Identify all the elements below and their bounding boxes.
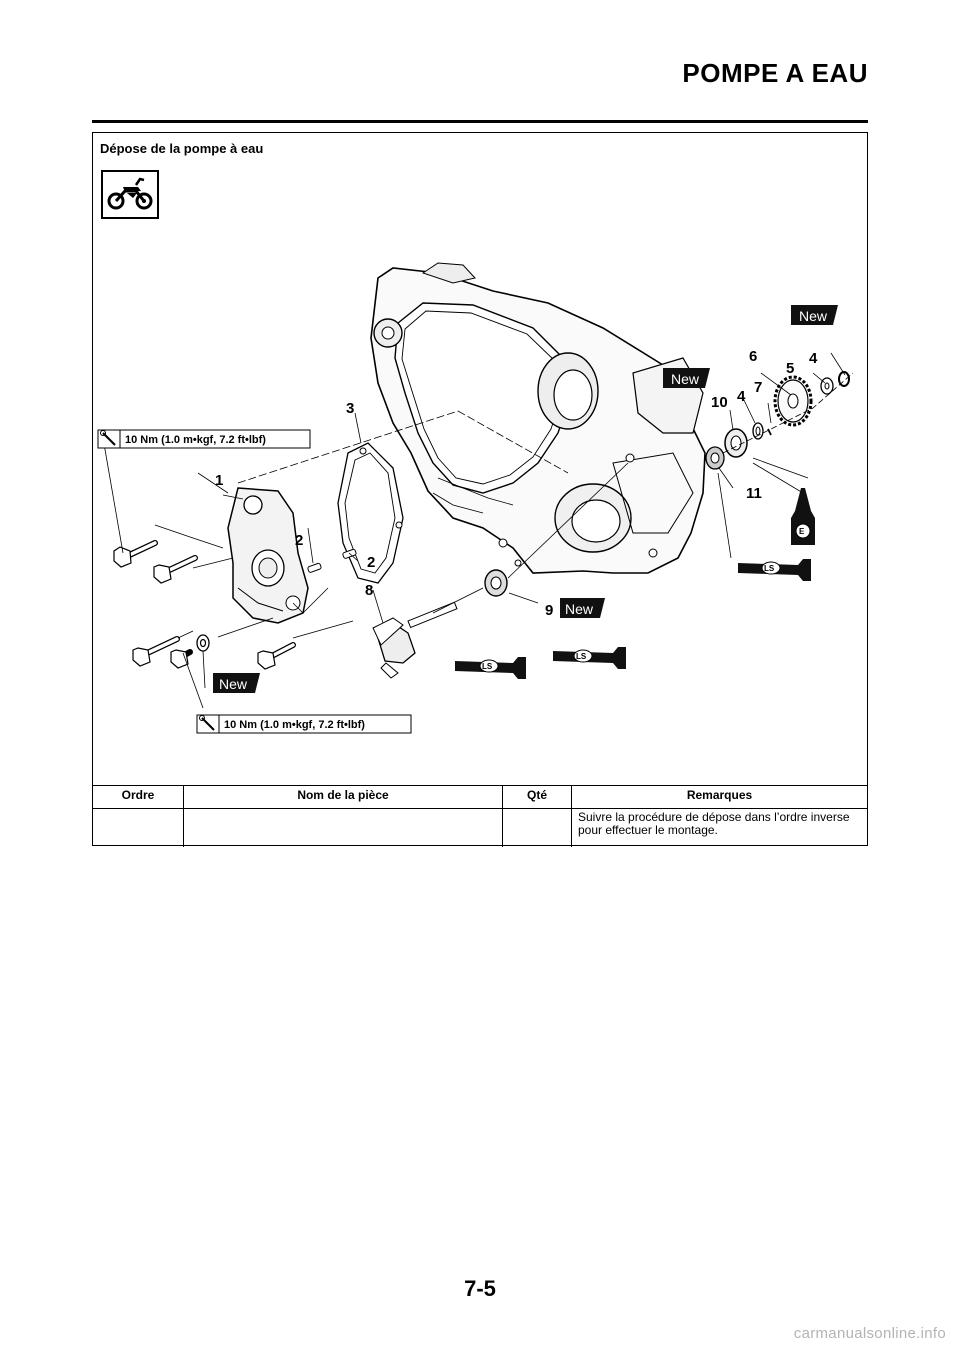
cell-remarks: Suivre la procédure de dépose dans l’ord… — [571, 808, 867, 847]
cell-qty — [502, 808, 572, 847]
col-remarks: Remarques — [571, 785, 867, 809]
part-number-7: 7 — [754, 379, 762, 396]
torque-spec-top: 10 Nm (1.0 m•kgf, 7.2 ft•lbf) — [97, 429, 311, 449]
cell-part-name — [183, 808, 503, 847]
grease-tube-icon: LS — [455, 657, 526, 679]
svg-text:E: E — [799, 527, 805, 536]
gasket — [337, 442, 404, 584]
parts-table: Ordre Nom de la pièce Qté Remarques Suiv… — [93, 785, 867, 847]
crankcase-cover — [370, 262, 706, 574]
svg-text:10 Nm (1.0 m•kgf, 7.2 ft•lbf): 10 Nm (1.0 m•kgf, 7.2 ft•lbf) — [125, 434, 266, 446]
page-title: POMPE A EAU — [682, 58, 868, 88]
part-number-1: 1 — [215, 472, 223, 489]
torque-spec-bottom: 10 Nm (1.0 m•kgf, 7.2 ft•lbf) — [196, 714, 412, 734]
grease-tube-icon: LS — [553, 647, 626, 669]
water-pump-exploded-diagram: 1 2 2 3 4 4 5 6 7 8 9 10 11 New New New … — [97, 262, 854, 734]
part-number-5: 5 — [786, 360, 794, 377]
svg-text:LS: LS — [576, 652, 587, 661]
part-number-11: 11 — [746, 485, 762, 502]
circlip — [838, 371, 850, 387]
svg-text:LS: LS — [482, 662, 493, 671]
part-number-8: 8 — [365, 582, 373, 599]
part-number-9: 9 — [545, 602, 553, 619]
oil-can-icon: E — [791, 488, 815, 545]
svg-text:New: New — [671, 371, 700, 387]
part-number-3: 3 — [346, 400, 354, 417]
table-row: Suivre la procédure de dépose dans l’ord… — [93, 808, 867, 847]
part-number-2b: 2 — [367, 554, 375, 571]
new-badge: New — [791, 305, 838, 325]
section-title: Dépose de la pompe à eau — [100, 141, 264, 156]
svg-text:LS: LS — [764, 564, 775, 573]
part-number-10: 10 — [711, 394, 728, 411]
watermark: carmanualsonline.info — [793, 1325, 946, 1342]
impeller-shaft — [372, 601, 458, 679]
svg-text:New: New — [565, 601, 594, 617]
wrench-icon — [199, 715, 215, 731]
page-number: 7-5 — [464, 1276, 496, 1301]
water-pump-cover — [227, 487, 309, 624]
svg-text:New: New — [799, 308, 828, 324]
title-rule — [92, 120, 868, 123]
svg-text:10 Nm (1.0 m•kgf, 7.2 ft•lbf): 10 Nm (1.0 m•kgf, 7.2 ft•lbf) — [224, 719, 365, 731]
part-number-4b: 4 — [809, 350, 818, 367]
col-part-name: Nom de la pièce — [183, 785, 503, 809]
new-badge: New — [663, 368, 710, 388]
grease-tube-icon: LS — [738, 559, 811, 581]
assembly-lines — [102, 352, 854, 709]
procedure-frame: Dépose de la pompe à eau — [92, 132, 868, 847]
part-number-6: 6 — [749, 348, 757, 365]
wrench-icon — [100, 430, 116, 446]
table-header-row: Ordre Nom de la pièce Qté Remarques — [93, 785, 867, 809]
svg-text:New: New — [219, 676, 248, 692]
impeller-gear — [773, 375, 813, 427]
new-badge: New — [213, 673, 260, 693]
col-order: Ordre — [93, 785, 184, 809]
new-badge: New — [560, 598, 605, 618]
part-number-4: 4 — [737, 388, 746, 405]
cell-order — [93, 808, 184, 847]
col-qty: Qté — [502, 785, 572, 809]
part-number-2: 2 — [295, 532, 303, 549]
motorcycle-icon — [101, 170, 159, 219]
